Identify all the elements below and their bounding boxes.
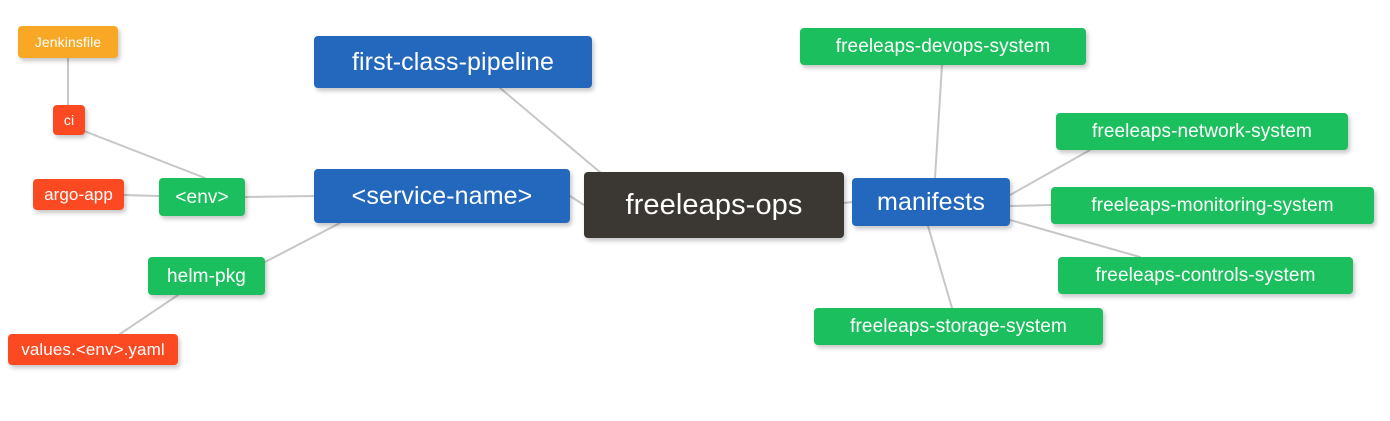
node-label: helm-pkg <box>167 265 246 287</box>
node-label: freeleaps-monitoring-system <box>1091 195 1334 216</box>
node-root[interactable]: freeleaps-ops <box>584 172 844 238</box>
edge-manifests-to-monitoring <box>1009 204 1052 207</box>
node-label: manifests <box>877 187 985 216</box>
node-label: first-class-pipeline <box>351 47 555 76</box>
node-label: freeleaps-devops-system <box>835 36 1051 57</box>
node-service[interactable]: <service-name> <box>314 169 570 223</box>
node-label: ci <box>63 112 75 128</box>
node-pipeline[interactable]: first-class-pipeline <box>314 36 592 88</box>
node-argo[interactable]: argo-app <box>33 179 124 210</box>
edge-service-to-env <box>244 195 315 198</box>
node-ci[interactable]: ci <box>53 105 85 135</box>
node-storage[interactable]: freeleaps-storage-system <box>814 308 1103 345</box>
edge-helm-to-values <box>119 294 179 335</box>
node-network[interactable]: freeleaps-network-system <box>1056 113 1348 150</box>
edge-manifests-to-storage <box>927 225 953 309</box>
node-label: freeleaps-ops <box>625 188 803 221</box>
edge-root-to-service <box>569 195 585 206</box>
node-jenkinsfile[interactable]: Jenkinsfile <box>18 26 118 58</box>
node-values[interactable]: values.<env>.yaml <box>8 334 178 365</box>
edge-manifests-to-controls <box>1009 219 1141 258</box>
edge-service-to-helm <box>264 222 341 263</box>
edge-root-to-pipeline <box>499 87 602 174</box>
node-label: Jenkinsfile <box>34 34 102 50</box>
node-label: <service-name> <box>351 181 533 210</box>
edge-root-to-manifests <box>843 201 853 204</box>
node-label: values.<env>.yaml <box>21 340 165 359</box>
node-label: freeleaps-storage-system <box>850 316 1067 337</box>
node-label: freeleaps-network-system <box>1092 121 1312 142</box>
edge-manifests-to-devops <box>934 64 943 179</box>
node-manifests[interactable]: manifests <box>852 178 1010 226</box>
node-env[interactable]: <env> <box>159 178 245 216</box>
edge-env-to-argo <box>123 194 160 197</box>
node-label: <env> <box>175 186 229 208</box>
node-label: freeleaps-controls-system <box>1095 265 1316 286</box>
edge-env-to-ci <box>83 130 206 179</box>
node-devops[interactable]: freeleaps-devops-system <box>800 28 1086 65</box>
node-label: argo-app <box>44 185 113 204</box>
node-monitoring[interactable]: freeleaps-monitoring-system <box>1051 187 1374 224</box>
node-controls[interactable]: freeleaps-controls-system <box>1058 257 1353 294</box>
node-helm[interactable]: helm-pkg <box>148 257 265 295</box>
